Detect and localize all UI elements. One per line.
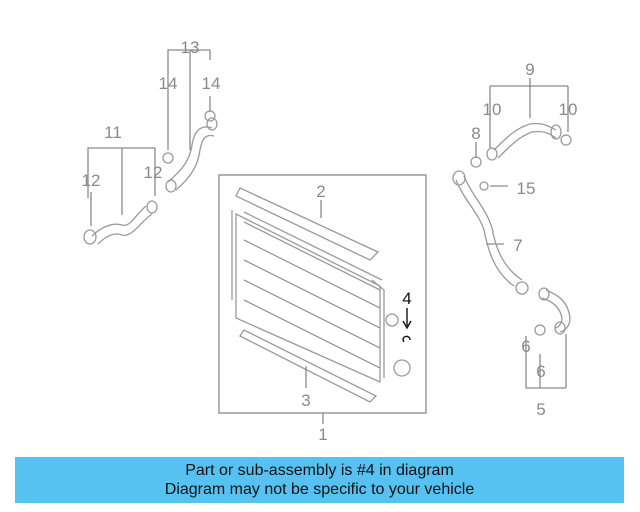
hose-group-11 <box>83 147 158 245</box>
callout-2-label: 2 <box>316 182 325 201</box>
callout-6b-label: 6 <box>536 362 545 381</box>
banner-line-1: Part or sub-assembly is #4 in diagram <box>185 462 454 479</box>
callout-9-label: 9 <box>525 60 534 79</box>
callout-10a-label: 10 <box>483 100 502 119</box>
callout-15-label: 15 <box>517 179 536 198</box>
parts-diagram: 2 3 4 5 6 6 7 8 9 10 10 11 12 12 13 14 1… <box>82 38 578 444</box>
callout-14a-label: 14 <box>159 74 178 93</box>
callout-10b-label: 10 <box>559 100 578 119</box>
callout-12a-label: 12 <box>82 171 101 190</box>
callout-8-label: 8 <box>471 124 480 143</box>
callout-5-label: 5 <box>536 400 545 419</box>
callout-6a-label: 6 <box>521 337 530 356</box>
banner-line-2: Diagram may not be specific to your vehi… <box>164 481 475 498</box>
callout-12b-label: 12 <box>144 163 163 182</box>
callout-7-label: 7 <box>513 236 522 255</box>
callout-13-label: 13 <box>181 38 200 57</box>
callout-11-label: 11 <box>104 123 122 142</box>
callout-labels: 2 3 4 5 6 6 7 8 9 10 10 11 12 12 13 14 1… <box>82 38 578 444</box>
callout-1-bottom-label: 1 <box>318 425 327 444</box>
callout-4-label: 4 <box>402 289 411 308</box>
info-banner: Part or sub-assembly is #4 in diagram Di… <box>15 457 624 503</box>
hose-group-right <box>452 78 572 389</box>
intercooler-assembly <box>218 174 427 424</box>
callout-3-label: 3 <box>301 391 310 410</box>
callout-14b-label: 14 <box>202 74 221 93</box>
hose-group-13 <box>162 49 218 193</box>
